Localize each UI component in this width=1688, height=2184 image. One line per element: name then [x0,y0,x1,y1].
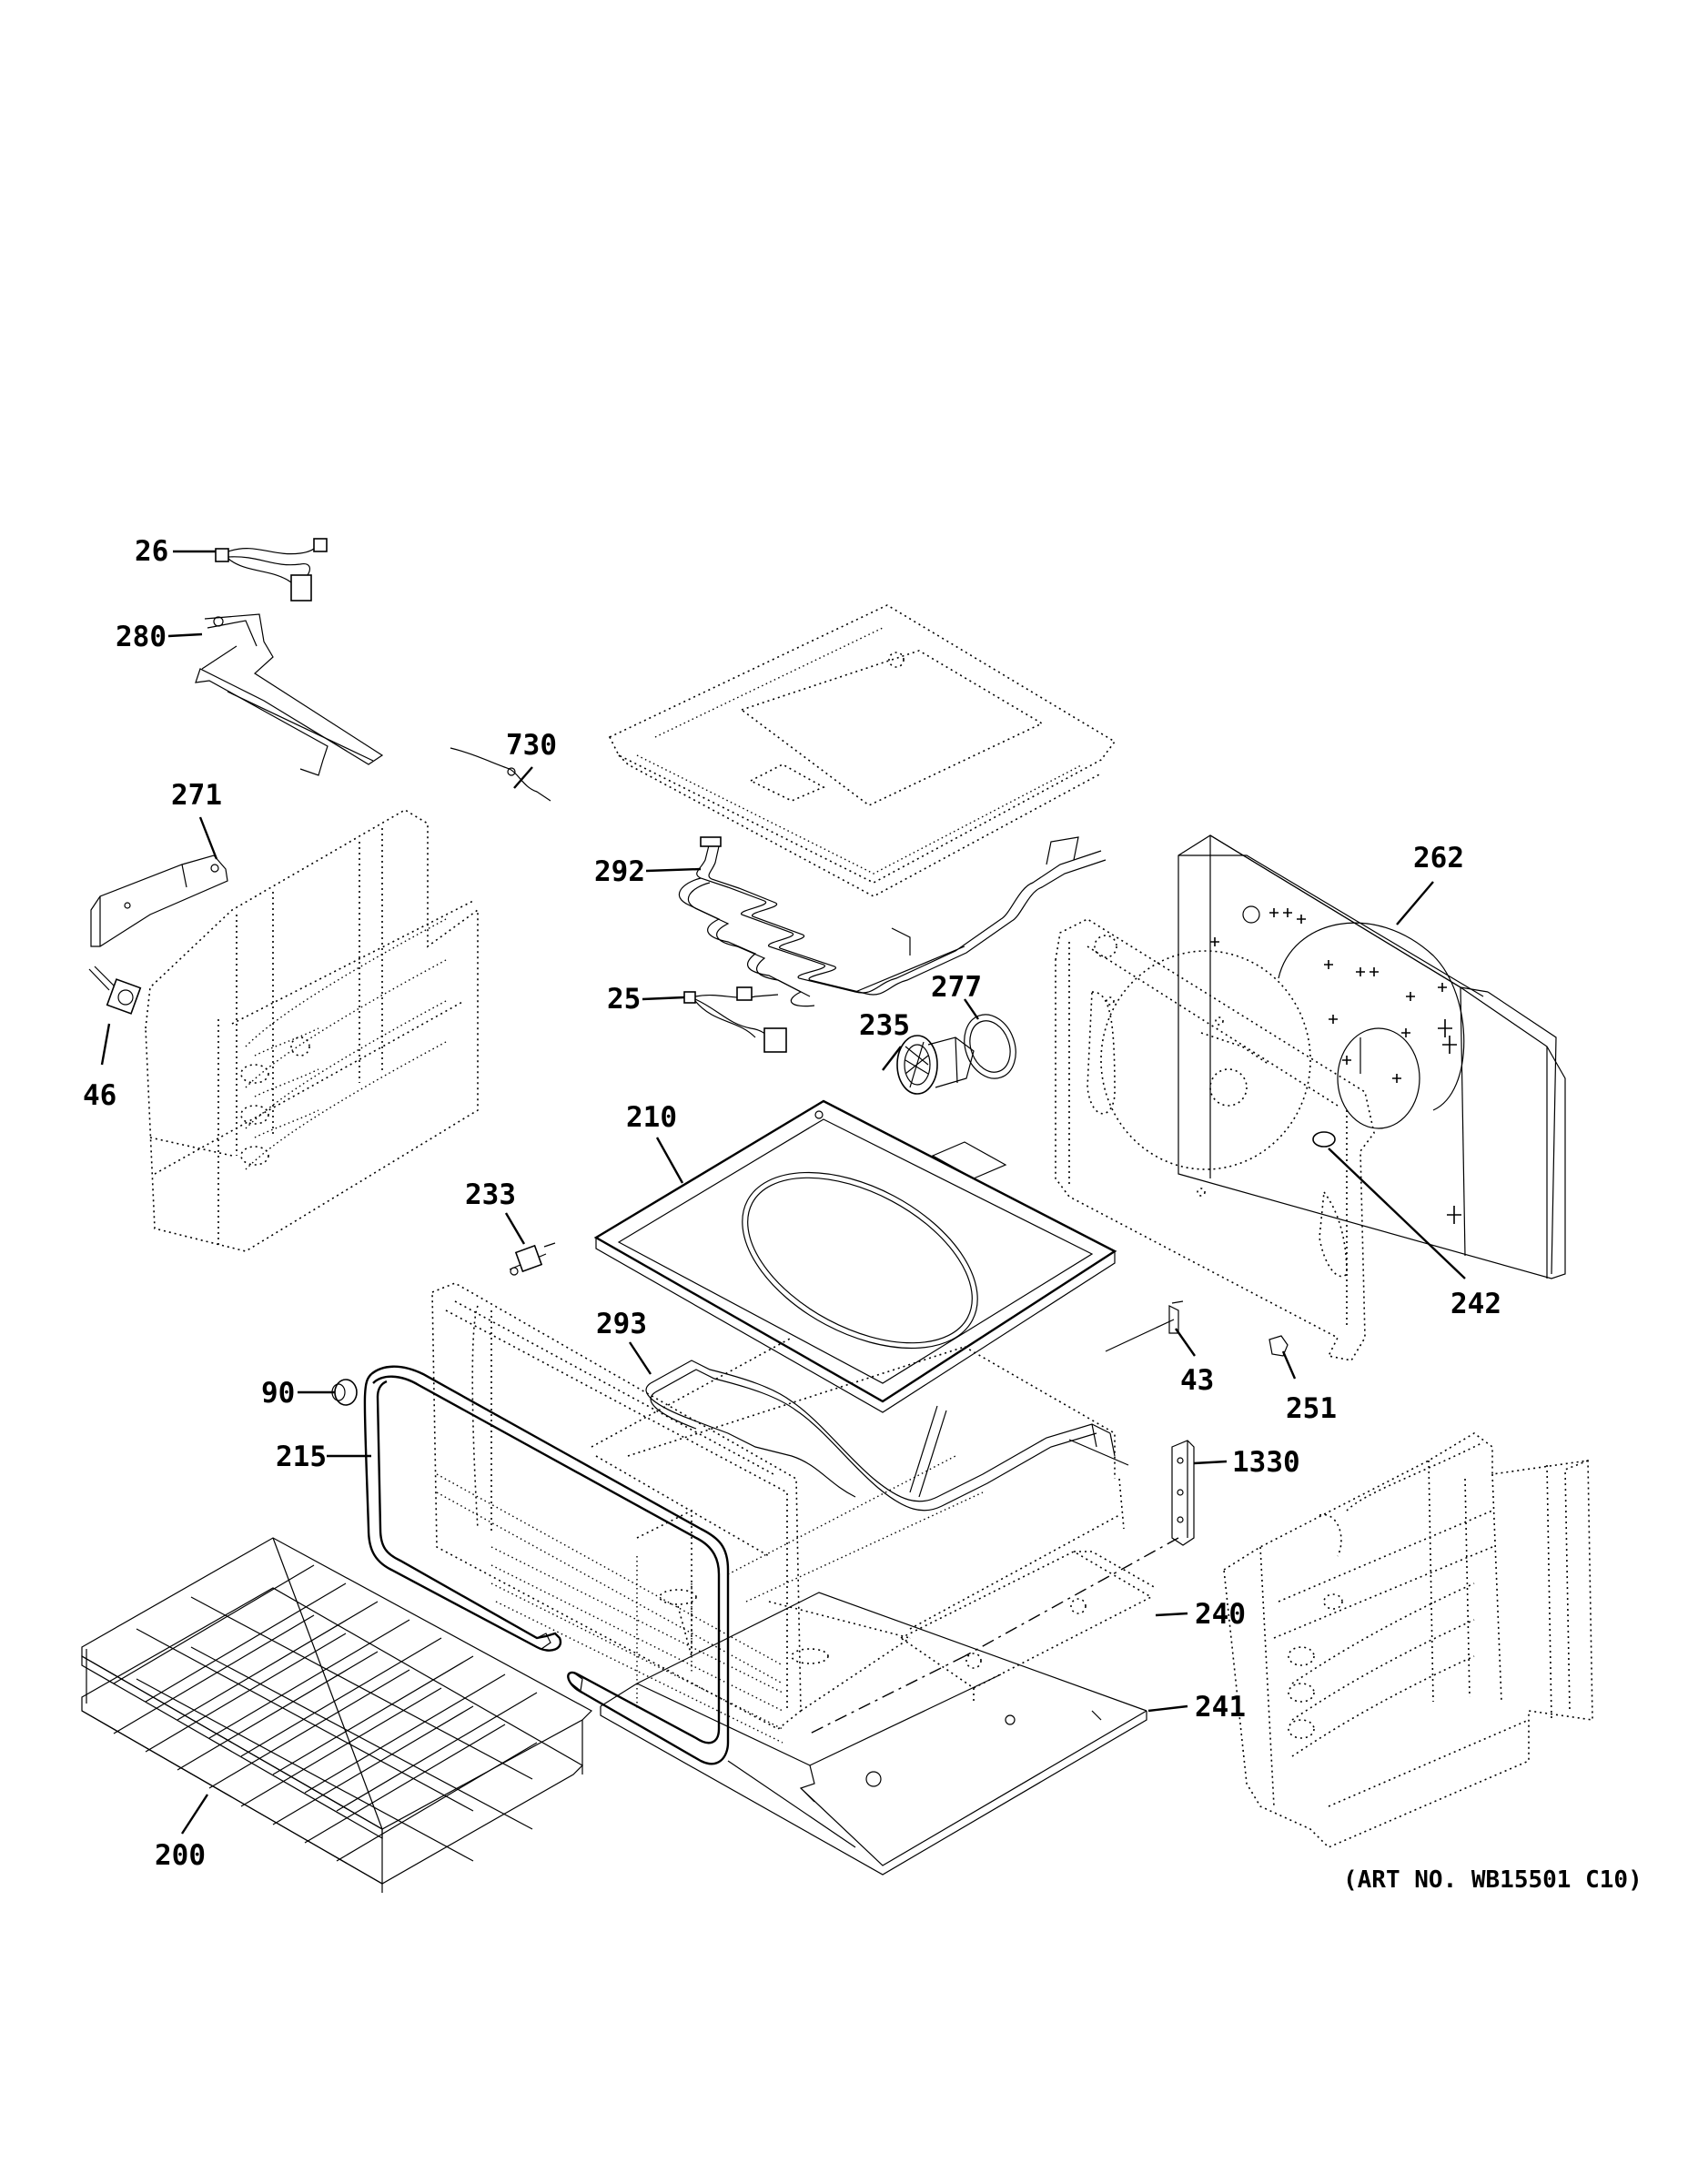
callout-262: 262 [1413,842,1464,875]
part-277-gasket [964,1014,1016,1079]
callout-26: 26 [135,535,168,568]
part-241-bottom-tray [600,1592,1147,1876]
art-number: (ART NO. WB15501 C10) [1343,1866,1643,1894]
callout-277: 277 [931,971,982,1004]
callout-leaders [100,550,1466,1835]
callout-233: 233 [465,1178,516,1211]
right-side-panel [1223,1432,1593,1848]
part-235-fan-motor [896,1035,975,1095]
part-251-clip [1269,1335,1289,1357]
part-293-bake-element [645,1360,1129,1512]
part-210-frame [593,1099,1117,1413]
part-26-wire-harness [215,538,328,602]
part-262-insulation [1178,834,1566,1279]
callout-280: 280 [116,621,167,653]
callout-200: 200 [155,1839,206,1872]
part-271-bracket [90,854,228,947]
part-242-back-panel [1055,918,1375,1361]
dash-leader-1330 [964,1537,1179,1657]
part-46-lamp-socket [88,966,142,1015]
callout-43: 43 [1180,1364,1214,1397]
callout-labels: 26 280 730 271 292 262 25 277 235 46 210… [83,535,1501,1872]
callout-242: 242 [1450,1288,1501,1320]
callout-240: 240 [1195,1598,1246,1631]
callout-730: 730 [506,729,557,762]
dash-leader-240 [809,1655,965,1734]
oven-cavity [431,1282,1125,1744]
part-1330-latch [1171,1440,1195,1546]
part-90-grommet [331,1379,358,1406]
callout-25: 25 [607,983,641,1016]
part-280-bracket [195,613,384,776]
top-panel [608,604,1117,897]
callout-1330: 1330 [1232,1446,1300,1479]
left-side-panel [145,809,479,1252]
callout-210: 210 [626,1101,677,1134]
callout-241: 241 [1195,1691,1246,1724]
callout-292: 292 [594,855,645,888]
part-43-probe [1105,1300,1184,1352]
callout-90: 90 [261,1377,295,1410]
callout-46: 46 [83,1079,116,1112]
callout-271: 271 [171,779,222,812]
callout-215: 215 [276,1441,327,1473]
callout-235: 235 [859,1009,910,1042]
part-200-oven-racks [81,1537,592,1893]
part-233-sensor [509,1242,556,1276]
callout-251: 251 [1286,1392,1337,1425]
part-240-bottom-panel [899,1551,1157,1702]
callout-293: 293 [596,1308,647,1340]
part-25-wire-harness [683,986,787,1053]
part-215-door-gasket [363,1365,730,1765]
part-730-sensor [450,747,551,802]
part-292-broil-element [678,836,1107,1007]
